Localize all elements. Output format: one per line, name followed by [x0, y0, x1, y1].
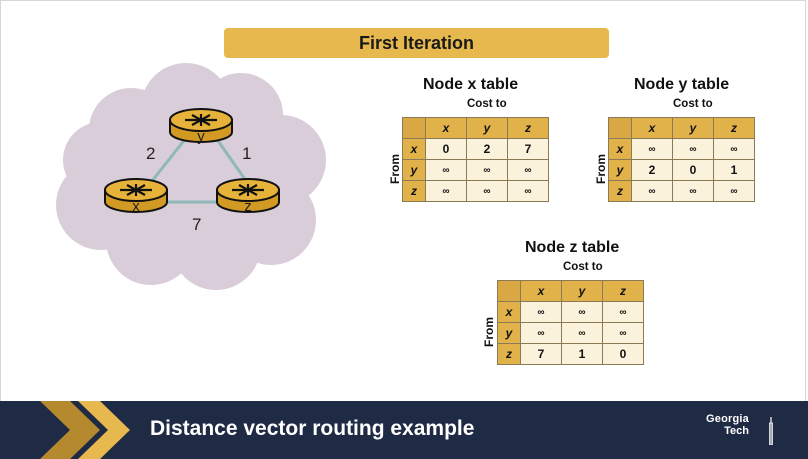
node-y-from-label: From [594, 154, 608, 184]
router-x-icon: x [104, 178, 168, 215]
column-header: z [602, 280, 644, 302]
table-cell: ∞ [561, 301, 603, 323]
table-cell: 0 [602, 343, 644, 365]
node-z-table: x y z x ∞ ∞ ∞ y ∞ ∞ ∞ z 7 1 0 [497, 280, 644, 365]
table-cell: ∞ [466, 180, 508, 202]
link-cost-y-z: 1 [242, 144, 251, 163]
network-diagram-svg: 2 1 7 y x [56, 63, 326, 290]
footer-bar: Distance vector routing example Georgia … [0, 401, 808, 459]
logo-line-2: Tech [724, 425, 749, 437]
table-cell: ∞ [713, 180, 755, 202]
router-z-icon: z [216, 178, 280, 215]
table-cell: 0 [672, 159, 714, 181]
router-y-icon: y [169, 108, 233, 145]
column-header: z [713, 117, 755, 139]
table-cell: ∞ [507, 180, 549, 202]
node-x-table: x y z x 0 2 7 y ∞ ∞ ∞ z ∞ ∞ ∞ [402, 117, 549, 202]
table-cell: ∞ [602, 322, 644, 344]
table-cell: 1 [713, 159, 755, 181]
column-header: x [425, 117, 467, 139]
table-cell: ∞ [466, 159, 508, 181]
table-cell: 7 [507, 138, 549, 160]
table-cell: 0 [425, 138, 467, 160]
table-cell: ∞ [561, 322, 603, 344]
title-banner-text: First Iteration [358, 32, 474, 53]
row-header: y [497, 322, 521, 344]
table-cell: ∞ [520, 301, 562, 323]
table-cell: ∞ [631, 138, 673, 160]
node-x-cost-to-label: Cost to [467, 98, 507, 110]
row-header: x [497, 301, 521, 323]
row-header: x [608, 138, 632, 160]
node-z-cost-to-label: Cost to [563, 261, 603, 273]
row-header: z [402, 180, 426, 202]
table-corner [402, 117, 426, 139]
title-banner: First Iteration [224, 28, 609, 58]
column-header: x [631, 117, 673, 139]
table-corner [608, 117, 632, 139]
table-cell: ∞ [507, 159, 549, 181]
table-cell: 7 [520, 343, 562, 365]
link-cost-x-z: 7 [192, 215, 201, 234]
row-header: x [402, 138, 426, 160]
table-corner [497, 280, 521, 302]
node-x-table-title: Node x table [423, 76, 519, 93]
node-y-table: x y z x ∞ ∞ ∞ y 2 0 1 z ∞ ∞ ∞ [608, 117, 755, 202]
tech-tower-icon [769, 417, 773, 445]
cloud-shape [56, 63, 326, 290]
table-cell: ∞ [425, 159, 467, 181]
table-cell: 2 [466, 138, 508, 160]
table-cell: 1 [561, 343, 603, 365]
node-y-table-title: Node y table [634, 76, 730, 93]
table-cell: ∞ [631, 180, 673, 202]
column-header: y [672, 117, 714, 139]
column-header: x [520, 280, 562, 302]
column-header: y [561, 280, 603, 302]
node-z-from-label: From [482, 317, 496, 347]
column-header: z [507, 117, 549, 139]
table-cell: ∞ [672, 180, 714, 202]
node-z-table-title: Node z table [525, 239, 620, 256]
footer-title: Distance vector routing example [150, 417, 475, 440]
row-header: y [608, 159, 632, 181]
row-header: z [497, 343, 521, 365]
node-x-from-label: From [388, 154, 402, 184]
row-header: z [608, 180, 632, 202]
router-z-label: z [244, 198, 252, 215]
column-header: y [466, 117, 508, 139]
router-y-label: y [197, 128, 205, 145]
table-cell: ∞ [602, 301, 644, 323]
table-cell: ∞ [520, 322, 562, 344]
network-diagram: 2 1 7 y x [56, 60, 356, 295]
row-header: y [402, 159, 426, 181]
logo-line-1: Georgia [706, 413, 749, 425]
table-cell: ∞ [425, 180, 467, 202]
table-cell: 2 [631, 159, 673, 181]
table-cell: ∞ [672, 138, 714, 160]
router-x-label: x [132, 198, 140, 215]
link-cost-x-y: 2 [146, 144, 155, 163]
table-cell: ∞ [713, 138, 755, 160]
chevron-decoration-icon [40, 401, 130, 459]
node-y-cost-to-label: Cost to [673, 98, 713, 110]
georgia-tech-logo: Georgia Tech [706, 413, 749, 437]
